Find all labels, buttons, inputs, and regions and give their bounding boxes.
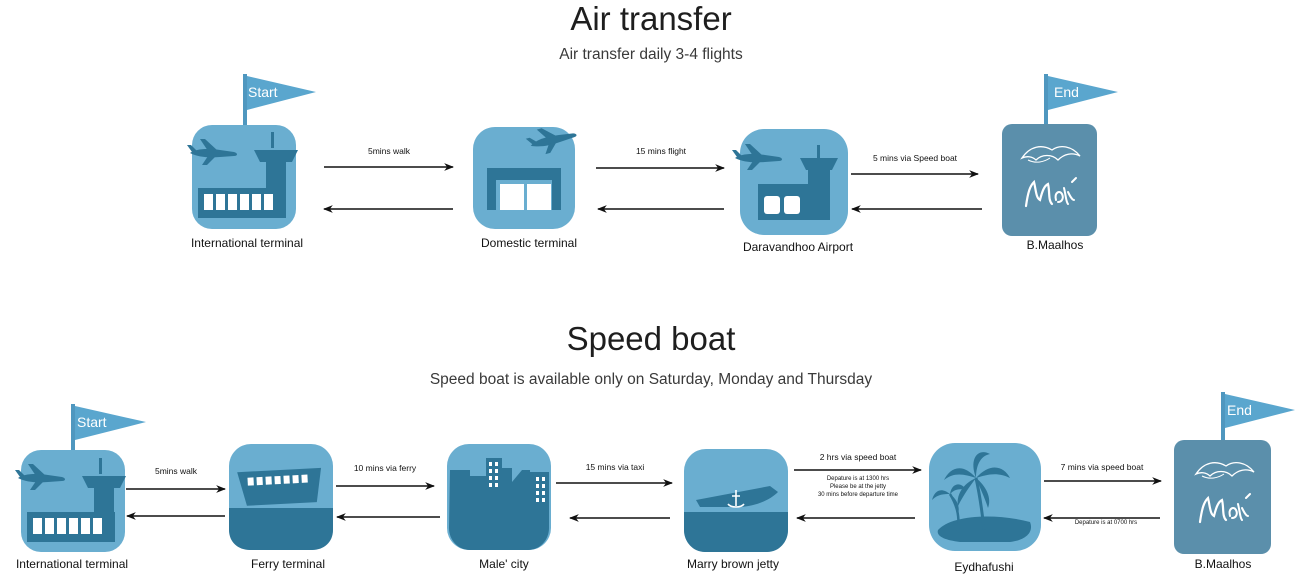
- boat-icon: [684, 449, 788, 552]
- stop-label: International terminal: [190, 236, 304, 250]
- leg-label: 7 mins via speed boat: [1060, 462, 1144, 472]
- leg-label: 15 mins flight: [635, 146, 687, 156]
- start-flag-icon: [243, 74, 316, 128]
- air-arrows: [323, 163, 982, 213]
- note-line: 30 mins before departure time: [817, 492, 899, 498]
- ferry-icon: [229, 444, 333, 550]
- island-icon: [929, 443, 1041, 551]
- end-flag-icon: [1044, 74, 1118, 128]
- madi-logo-icon: [1174, 440, 1271, 554]
- note-line: Please be at the jetty: [829, 484, 887, 490]
- stop-label: Domestic terminal: [480, 236, 578, 250]
- departure-note: Depature is at 1300 hrs Please be at the…: [795, 475, 921, 499]
- stop-label: Daravandhoo Airport: [742, 240, 854, 254]
- leg-label: 5mins walk: [154, 466, 198, 476]
- end-flag-label: End: [1227, 402, 1252, 418]
- leg-label: 5 mins via Speed boat: [872, 153, 958, 163]
- start-flag-label: Start: [77, 414, 107, 430]
- end-flag-label: End: [1054, 84, 1079, 100]
- domestic-terminal-icon: [473, 120, 580, 229]
- note-line: Depature is at 1300 hrs: [826, 476, 890, 482]
- stop-label: B.Maalhos: [1026, 238, 1084, 252]
- air-transfer-title: Air transfer: [570, 0, 732, 37]
- speed-boat-title: Speed boat: [566, 320, 736, 357]
- stop-label: Ferry terminal: [250, 557, 325, 571]
- stop-label: International terminal: [15, 557, 129, 571]
- stop-label: B.Maalhos: [1194, 557, 1252, 571]
- airport-icon: [732, 129, 848, 235]
- stop-label: Marry brown jetty: [686, 557, 780, 571]
- stop-label: Eydhafushi: [954, 560, 1014, 574]
- start-flag-label: Start: [248, 84, 278, 100]
- departure-note: Depature is at 0700 hrs: [1074, 520, 1138, 526]
- end-flag-icon: [1221, 392, 1295, 446]
- international-terminal-icon: [187, 125, 298, 229]
- speed-boat-subtitle: Speed boat is available only on Saturday…: [429, 371, 873, 388]
- leg-label: 5mins walk: [367, 146, 411, 156]
- madi-logo-icon: [1002, 124, 1097, 236]
- city-icon: [447, 444, 551, 550]
- start-flag-icon: [71, 404, 146, 458]
- stop-label: Male' city: [479, 557, 529, 571]
- air-transfer-subtitle: Air transfer daily 3-4 flights: [559, 46, 743, 63]
- leg-label: 2 hrs via speed boat: [819, 452, 897, 462]
- leg-label: 10 mins via ferry: [353, 463, 417, 473]
- leg-label: 15 mins via taxi: [585, 462, 645, 472]
- boat-arrows: [126, 466, 1162, 522]
- international-terminal-icon: [15, 450, 126, 552]
